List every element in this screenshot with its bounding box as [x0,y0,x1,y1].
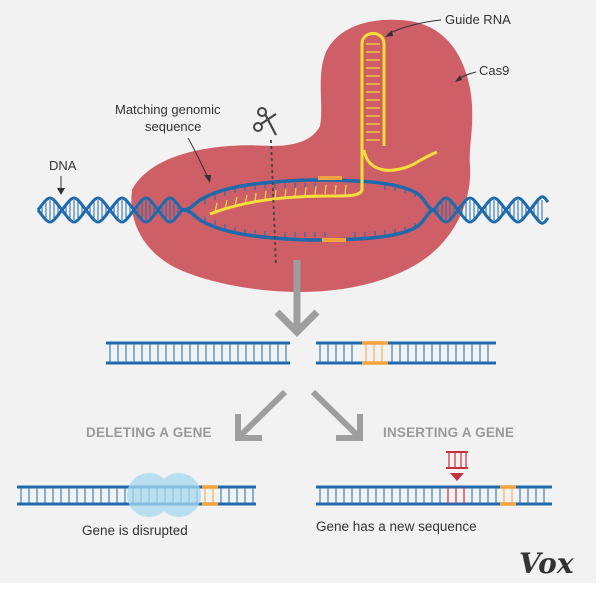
insert-fragment [446,451,468,481]
matching-sequence-label-line1: Matching genomic [115,102,221,117]
dna-left-helix [36,196,184,224]
guide-rna-label: Guide RNA [445,12,511,27]
dna-helix [36,176,550,242]
scissors-icon [253,107,277,266]
guide-rna-arrowhead [385,30,393,37]
disrupted-caption: Gene is disrupted [82,523,188,538]
inserted-dna [316,485,552,506]
cut-dna-right [316,341,496,365]
matching-sequence-pointer [187,137,209,179]
new-sequence-caption: Gene has a new sequence [316,519,477,534]
dna-right-helix [432,195,550,225]
deleting-arrow [235,389,288,441]
dna-arrowhead [57,188,65,195]
vox-logo: Vox [519,547,574,580]
deleting-heading: DELETING A GENE [86,425,212,440]
insert-arrowhead [450,473,464,481]
cas9-label: Cas9 [479,63,509,78]
inserting-heading: INSERTING A GENE [383,425,514,440]
matching-sequence-label-line2: sequence [145,119,201,134]
disruption-blob [127,473,201,517]
cas9-arrowhead [455,75,462,82]
dna-bubble [181,176,435,242]
cut-dna-left [106,341,290,365]
cut-arrow [274,260,320,337]
disrupted-dna [17,473,256,517]
inserting-arrow [310,389,363,441]
dna-label: DNA [49,158,77,173]
matching-sequence-arrowhead [204,175,211,183]
cas9-protein [131,19,473,292]
guide-rna [209,32,438,216]
